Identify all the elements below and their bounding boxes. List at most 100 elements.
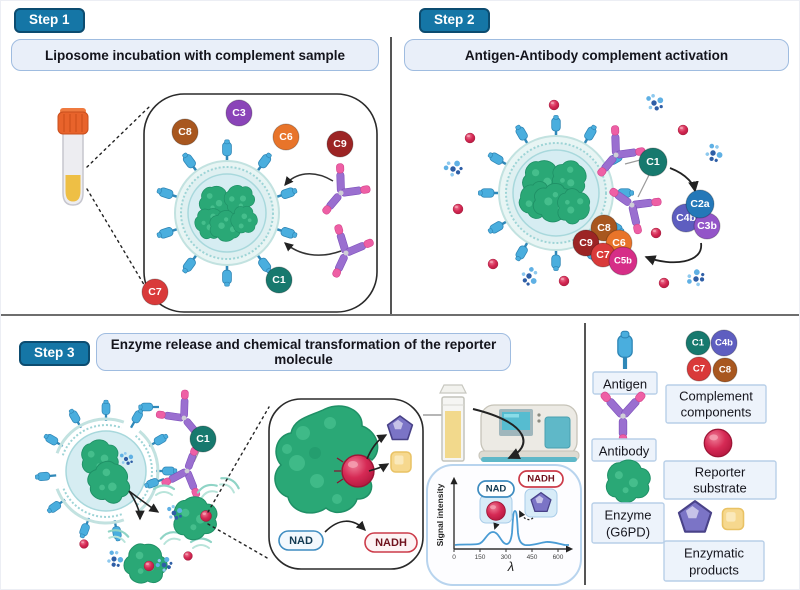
- svg-text:Enzymatic: Enzymatic: [684, 546, 744, 561]
- reporter-substrate-icon: [487, 258, 499, 270]
- square-product-icon: [721, 507, 745, 531]
- complement-c9: C9: [326, 130, 354, 158]
- membrane-fragment-icon: [195, 481, 220, 500]
- nadh-annotation: NADH: [518, 470, 564, 521]
- pentagon-product-icon: [677, 500, 713, 533]
- reporter-substrate-icon: [650, 227, 662, 239]
- complement-c7: C7: [686, 356, 712, 382]
- complement-c3b: C3b: [693, 212, 721, 240]
- svg-text:C7: C7: [596, 249, 610, 261]
- svg-text:C6: C6: [612, 237, 626, 249]
- step2-badge: Step 2: [419, 8, 490, 33]
- liposome: [155, 139, 299, 287]
- svg-text:C6: C6: [279, 131, 293, 143]
- x-ticks: [453, 549, 559, 552]
- spectrophotometer-icon: [478, 404, 580, 462]
- zoom-line-bottom: [207, 523, 270, 560]
- complement-c3: C3: [225, 99, 253, 127]
- legend-antigen: Antigen: [592, 371, 658, 395]
- membrane-fragment-icon: [217, 474, 242, 495]
- complement-c8: C8: [171, 118, 199, 146]
- complement-c2a: C2a: [685, 189, 715, 219]
- svg-text:150: 150: [475, 554, 486, 561]
- complement-c1: C1: [189, 425, 217, 453]
- svg-text:C1: C1: [646, 156, 660, 168]
- svg-text:components: components: [681, 405, 752, 420]
- complement-c5b: C5b: [608, 246, 638, 276]
- svg-text:Complement: Complement: [679, 389, 753, 404]
- step3-panel: C1: [34, 384, 582, 588]
- zoom-line-top: [207, 406, 270, 513]
- svg-text:C1: C1: [272, 274, 286, 286]
- svg-text:C7: C7: [693, 364, 705, 375]
- antigen-icon: [617, 330, 633, 370]
- svg-text:Enzyme: Enzyme: [605, 508, 652, 523]
- complement-c7: C7: [590, 242, 616, 268]
- svg-text:Antibody: Antibody: [599, 444, 650, 459]
- complement-c4b: C4b: [710, 329, 738, 357]
- molecule-cluster-icon: [684, 266, 708, 290]
- x-axis-label: λ: [507, 559, 514, 574]
- reporter-substrate-icon: [464, 132, 476, 144]
- step1-panel: C8 C3 C6 C9 C1 C7: [57, 93, 378, 313]
- liposome: [477, 114, 635, 272]
- svg-text:Reporter: Reporter: [695, 465, 746, 480]
- svg-text:450: 450: [527, 554, 538, 561]
- reporter-substrate-icon: [143, 560, 155, 572]
- reporter-substrate-icon: [548, 99, 560, 111]
- step2-panel: C1 C4b C3b C2a C8 C9 C6 C7 C5b: [441, 94, 726, 290]
- svg-text:C1: C1: [692, 338, 705, 349]
- complement-c8: C8: [712, 357, 738, 383]
- molecule-cluster-icon: [519, 265, 541, 288]
- nadh-label: NADH: [364, 532, 418, 553]
- step2-title: Antigen-Antibody complement activation: [404, 39, 789, 71]
- spectrum-curve: [454, 510, 569, 547]
- membrane-fragment-icon: [152, 484, 176, 497]
- product-arrow: [368, 463, 390, 473]
- svg-text:0: 0: [452, 554, 456, 561]
- nad-label: NAD: [278, 530, 324, 551]
- svg-text:(G6PD): (G6PD): [606, 525, 650, 540]
- reporter-substrate-icon: [200, 510, 212, 522]
- reporter-substrate-icon: [452, 203, 464, 215]
- product-arrow: [366, 434, 388, 460]
- svg-text:C9: C9: [579, 237, 593, 249]
- reporter-substrate-icon: [677, 124, 689, 136]
- molecule-cluster-icon: [441, 156, 465, 180]
- y-axis-label: Signal intensity: [435, 483, 445, 546]
- reaction-spark: [336, 457, 344, 463]
- release-arrow: [128, 490, 160, 513]
- legend-enzyme: Enzyme (G6PD): [591, 502, 665, 544]
- c1-connector: [637, 174, 650, 198]
- svg-text:C4b: C4b: [715, 338, 733, 349]
- legend-complement: Complement components: [665, 384, 767, 424]
- svg-text:C5b: C5b: [614, 256, 632, 267]
- activation-arrow: [669, 167, 699, 193]
- svg-text:600: 600: [553, 554, 564, 561]
- reporter-substrate-icon: [486, 501, 506, 521]
- step1-badge: Step 1: [14, 8, 85, 33]
- reporter-substrate-icon: [703, 428, 733, 458]
- legend-antibody: Antibody: [591, 438, 657, 462]
- reporter-substrate-icon: [183, 551, 193, 561]
- molecule-cluster-icon: [702, 141, 726, 165]
- svg-text:C2a: C2a: [690, 198, 709, 210]
- reporter-substrate-icon: [658, 277, 670, 289]
- svg-text:C7: C7: [148, 286, 162, 298]
- legend-reporter: Reporter substrate: [663, 460, 777, 500]
- nad-annotation: NAD: [477, 480, 515, 530]
- cuvette-icon: [439, 384, 467, 462]
- zoom-line-bottom: [86, 188, 150, 294]
- svg-text:NAD: NAD: [486, 484, 507, 495]
- step3-badge: Step 3: [19, 341, 90, 366]
- antigen-icon: [138, 402, 160, 412]
- svg-text:C3b: C3b: [697, 220, 717, 232]
- release-arrow: [128, 490, 145, 521]
- complement-c1: C1: [685, 330, 711, 356]
- reporter-substrate-icon: [558, 275, 570, 287]
- svg-text:C8: C8: [597, 222, 611, 234]
- zoom-line-top: [86, 106, 150, 168]
- divider-step1-step2: [390, 37, 392, 314]
- complement-c1: C1: [638, 147, 668, 177]
